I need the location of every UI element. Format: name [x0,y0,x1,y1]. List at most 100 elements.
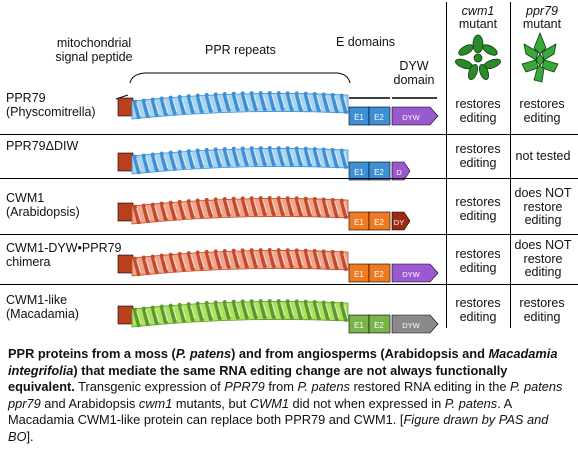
helix-highlight-3-17 [280,198,286,214]
row-1-cwm1-result: restores editing [447,97,509,125]
helix-stripe-5-4 [159,304,168,325]
e2-domain-5 [368,314,391,334]
helix-highlight-4-19 [298,251,304,266]
caption-italic-3: P. patens ppr79 [8,379,563,411]
cwm1-plant-icon [455,34,501,81]
helix-stripe-1-8 [195,93,204,114]
ppr-helix-3 [131,198,349,225]
helix-highlight-3-18 [289,199,295,214]
helix-highlight-2-8 [199,151,205,166]
helix-stripe-5-7 [186,302,195,322]
ppr-helix-5 [131,301,349,328]
row-3-name: CWM1 (Arabidopsis) [6,191,80,219]
helix-stripe-5-15 [258,299,267,320]
helix-highlight-3-12 [235,199,241,214]
dyw-domain-1 [391,106,439,126]
helix-stripe-2-14 [249,146,258,167]
caption-bold-2: ) and from angiosperms (Arabidopsis and [231,346,489,361]
caption-text-3: restored RNA editing in the [349,379,510,394]
helix-highlight-1-19 [298,94,304,109]
row-1-ppr79-result: restores editing [511,97,573,125]
row-2-ppr79-result: not tested [511,149,575,164]
helix-highlight-5-13 [244,302,250,317]
helix-highlight-5-22 [325,303,331,318]
helix-stripe-5-10 [213,300,222,321]
helix-highlight-5-16 [271,301,277,317]
helix-highlight-4-21 [316,251,322,267]
helix-highlight-3-21 [316,199,322,215]
helix-stripe-5-5 [168,303,177,324]
dyw-domain-4 [391,263,439,283]
helix-highlight-1-11 [226,94,232,110]
helix-highlight-3-16 [271,198,277,214]
helix-stripe-1-22 [321,92,330,113]
ppr79-header-italic: ppr79 [526,4,558,18]
helix-stripe-2-11 [222,147,231,167]
helix-highlight-1-24 [343,96,349,111]
helix-stripe-3-1 [132,204,141,225]
ppr79-header-rest: mutant [522,17,562,31]
helix-highlight-5-11 [226,302,232,318]
helix-stripe-1-23 [330,92,339,114]
row-2-cwm1-line2: editing [459,155,497,170]
helix-stripe-1-3 [150,97,159,118]
helix-highlight-5-9 [208,303,214,318]
row-5-name-line1: CWM1-like [6,293,68,307]
helix-stripe-1-10 [213,92,222,113]
helix-stripe-3-14 [249,196,258,217]
dyw-label-2: D [396,168,402,177]
helix-highlight-5-17 [280,301,286,317]
helix-highlight-2-16 [271,148,277,164]
helix-stripe-2-17 [276,146,285,167]
caption-text-4: and Arabidopsis [40,395,139,411]
helix-stripe-1-16 [267,91,276,112]
helix-highlight-3-4 [163,204,169,219]
row-1-cwm1-line2: editing [459,110,497,125]
helix-highlight-4-3 [154,257,160,272]
helix-stripe-5-14 [249,299,258,320]
helix-stripe-2-9 [204,147,213,168]
helix-stripe-4-14 [249,248,258,269]
helix-highlight-2-18 [289,149,295,164]
helix-stripe-5-3 [150,305,159,326]
helix-highlight-3-9 [208,200,214,215]
helix-highlight-4-20 [307,251,313,267]
row-2-cwm1-result: restores editing [447,142,509,170]
helix-highlight-5-5 [172,306,178,321]
helix-highlight-4-8 [199,253,205,268]
dyw-domain-label: DYW domain [388,59,440,87]
helix-stripe-1-9 [204,92,213,113]
helix-stripe-3-24 [339,198,348,219]
row-5-cwm1-result: restores editing [447,296,509,324]
e2-label-5: E2 [374,321,384,330]
caption-bold-italic-2: Macadamia integrifolia [8,346,558,378]
helix-stripe-5-8 [195,301,204,322]
helix-stripe-1-21 [312,92,321,113]
helix-highlight-2-3 [154,155,160,170]
helix-stripe-4-5 [168,252,177,273]
helix-stripe-5-19 [294,299,303,320]
row-divider-4 [0,284,578,285]
helix-highlight-5-1 [136,310,142,325]
caption-bold-3: ) that mediate the same RNA editing chan… [8,362,508,395]
helix-stripe-3-5 [168,200,177,221]
e-domains-label: E domains [336,35,396,49]
helix-highlight-2-1 [136,157,142,172]
helix-highlight-4-10 [217,252,223,267]
helix-stripe-4-17 [276,248,285,269]
helix-stripe-4-21 [312,249,321,270]
helix-highlight-1-16 [271,93,277,109]
helix-stripe-4-11 [222,249,231,269]
helix-stripe-2-22 [321,147,330,168]
helix-highlight-2-4 [163,154,169,169]
helix-stripe-2-18 [285,146,294,167]
helix-stripe-2-6 [177,149,186,170]
helix-highlight-5-14 [253,302,259,317]
helix-stripe-4-23 [330,249,339,271]
row-divider-3 [0,234,578,235]
helix-stripe-5-20 [303,299,312,320]
helix-highlight-1-17 [280,93,286,109]
helix-highlight-3-8 [199,201,205,216]
helix-highlight-2-24 [343,151,349,166]
